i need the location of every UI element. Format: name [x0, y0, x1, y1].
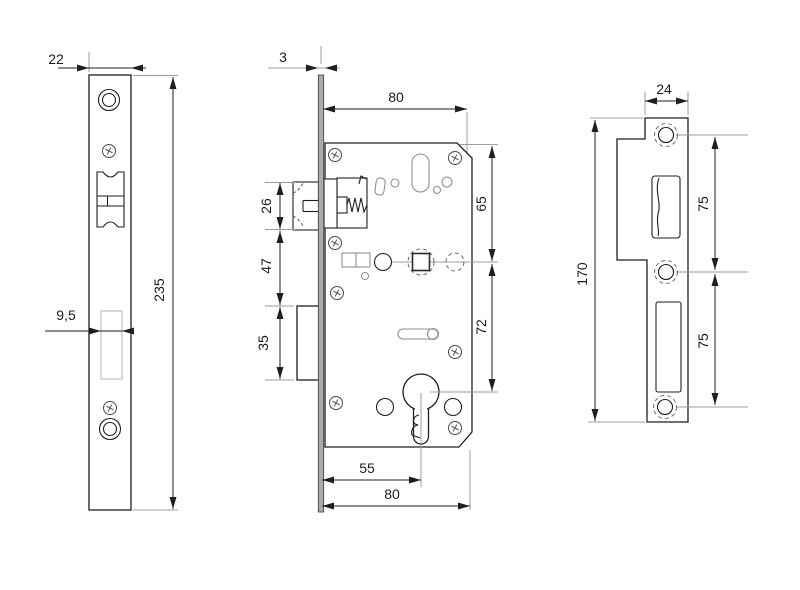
latch-opening	[651, 175, 681, 239]
cam-contour	[411, 414, 421, 439]
follower-circle-hidden	[407, 248, 435, 276]
latch-head	[292, 181, 320, 231]
screw-head-icon	[448, 421, 462, 435]
latch-cutout-front	[96, 171, 125, 228]
dim-backset: 55	[322, 460, 421, 484]
dim-deadbolt-height: 35	[255, 305, 294, 381]
dim-label-80-bottom: 80	[384, 486, 400, 502]
strike-screw-hole-middle	[654, 260, 678, 284]
dim-label-65: 65	[473, 196, 489, 212]
small-hole	[441, 176, 453, 188]
through-hole-hidden	[445, 252, 465, 272]
dim-strike-height: 170	[574, 117, 645, 423]
deadbolt-side	[296, 305, 321, 381]
handle-hub-hole	[373, 252, 393, 272]
strike-plate-view: 24 170 75 75	[574, 81, 748, 423]
dim-cutout-width: 9,5	[45, 307, 134, 335]
screw-head-icon	[448, 345, 462, 359]
dim-faceplate-height: 235	[133, 75, 178, 511]
strike-screw-hole-bottom	[653, 395, 677, 419]
latch-body	[323, 178, 338, 229]
screw-head-icon	[328, 236, 342, 250]
fixing-hole	[443, 397, 463, 417]
dim-label-24: 24	[656, 81, 672, 97]
spring-slot-hole	[411, 153, 430, 193]
screw-head-icon	[102, 144, 116, 158]
dim-label-75-upper: 75	[695, 196, 711, 212]
dim-body-width-bottom: 80	[322, 450, 471, 510]
housing-notch	[358, 175, 367, 185]
lock-body-side-view: 3 80 26 47	[255, 46, 498, 513]
deadbolt-opening	[655, 301, 682, 393]
euro-cylinder-hole	[402, 373, 440, 445]
dim-label-72: 72	[473, 319, 489, 335]
top-ring-hole	[97, 88, 121, 112]
dim-top-to-follower: 65	[459, 144, 498, 261]
screw-head-icon	[448, 151, 462, 165]
screw-head-icon	[330, 286, 344, 300]
screw-head-icon	[328, 148, 342, 162]
small-hole	[360, 271, 370, 281]
follower-row	[341, 248, 498, 281]
dim-label-3: 3	[279, 49, 287, 65]
faceplate-edge	[317, 74, 325, 513]
middle-slot	[397, 327, 440, 341]
dim-label-170: 170	[574, 262, 590, 286]
dim-strike-width: 24	[644, 81, 689, 115]
latch-stem	[336, 196, 348, 214]
small-hole	[432, 185, 442, 195]
dim-label-26: 26	[258, 198, 274, 214]
dim-follower-to-cylinder: 72	[473, 264, 496, 391]
dim-plate-thickness: 3	[268, 46, 340, 72]
dim-label-235: 235	[151, 278, 167, 302]
dim-latch-height: 26	[258, 182, 296, 230]
spindle-square-hole	[411, 252, 431, 272]
latch-mechanism	[292, 175, 368, 231]
dim-label-35: 35	[255, 335, 271, 351]
dim-faceplate-width: 22	[48, 51, 146, 72]
dim-label-55: 55	[359, 460, 375, 476]
dim-latch-to-deadbolt: 47	[258, 231, 284, 305]
bottom-ring-hole	[98, 417, 122, 441]
dim-body-width-top: 80	[323, 89, 468, 152]
faceplate-front-view: 22 235 9,5	[45, 51, 178, 511]
dim-label-80: 80	[388, 89, 404, 105]
screw-head-icon	[329, 396, 343, 410]
small-stop-part	[374, 177, 386, 196]
dim-label-75-lower: 75	[695, 333, 711, 349]
fixing-hole	[375, 397, 395, 417]
faceplate-outline	[88, 74, 132, 511]
dim-label-9-5: 9,5	[56, 307, 76, 323]
latch-spring	[346, 197, 368, 214]
small-hole	[390, 178, 400, 188]
screw-head-icon	[103, 401, 117, 415]
deadbolt-cutout-front	[100, 310, 123, 380]
dim-screw-span-lower: 75	[695, 274, 719, 405]
dim-label-47: 47	[258, 258, 274, 274]
strike-screw-hole-top	[654, 123, 678, 147]
dim-screw-span-upper: 75	[695, 137, 719, 270]
dim-label-22: 22	[48, 51, 64, 67]
